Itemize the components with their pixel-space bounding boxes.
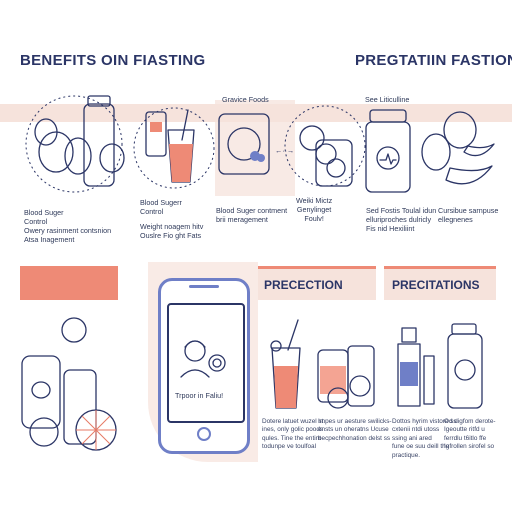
person-avatar-icon [180, 340, 226, 378]
foods-label: Gravice Foods [222, 95, 269, 104]
apple-jar-icon [284, 105, 366, 187]
col1-line4: Atsa Inagement [24, 235, 75, 244]
bt3-line3: ssing ani ared [392, 434, 432, 442]
precitations-band [384, 266, 496, 300]
col1-line1: Blood Suger [24, 208, 64, 217]
col1-text: Blood Suger Control Owery rasinment cont… [24, 208, 111, 244]
bt2-line1: Impes ur aesture swilicks- [318, 418, 392, 425]
phone-frame: Trpoor in Faliu! [158, 278, 250, 454]
left-title: BENEFITS OIN FIASTING [20, 52, 206, 69]
col5-line2: elluriproches dulricly [366, 215, 432, 224]
bottom-text-3: Dottos hyrim vistore ss cxtenii ntdi uto… [392, 418, 457, 460]
bt2-line2: ensts un oheratns Ucuse [318, 426, 389, 434]
food-tablet-icon [218, 113, 270, 175]
bt1-line3: qules. Tine the entint [262, 434, 321, 442]
precitations-header: PRECITATIONS [392, 278, 480, 292]
bottle-jar-icon [397, 323, 483, 409]
col2-line4: Ouslre Fio ght Fats [140, 231, 202, 240]
col4-line1: Weiki Mictz [296, 196, 333, 205]
phone-screen: Trpoor in Faliu! [167, 303, 245, 423]
bt3-line4: fune oe suu deill the [392, 443, 450, 451]
fruits-banana-icon [421, 111, 495, 185]
left-salmon-block [20, 266, 118, 300]
col4-line2: Genylinget [296, 205, 332, 214]
jars-grapefruit-icon [21, 317, 117, 451]
precitations-rule [384, 266, 496, 269]
col1-line2: Control [24, 217, 48, 226]
bt3-line5: practique. [392, 451, 421, 459]
drink-and-jars-icon [270, 319, 375, 409]
col5-line1: Sed Fostis Toulal idun [366, 206, 437, 215]
bt4-line4: Igfrollen sirofel so [444, 443, 495, 451]
col4-line3: Foulv! [304, 214, 324, 223]
bt1-line4: todunpe ve toulfoal [262, 443, 317, 451]
col2-text: Blood Sugerr Control Weight noagem hitv … [140, 198, 203, 240]
phone-caption: Trpoor in Faliu! [175, 391, 224, 400]
arrow-icon: ←··→ [275, 146, 295, 155]
bottom-text-1: Dotere latuet wuzel st ines, only golic … [262, 418, 323, 452]
col3-line2: brii meragement [216, 215, 268, 224]
col2-line2: Control [140, 207, 164, 216]
precection-rule [258, 266, 376, 269]
precection-header: PRECECTION [264, 278, 343, 292]
bottom-text-4: Od digfom derote- Igeoutte ritfd u ferrd… [444, 418, 496, 452]
bt4-line2: Igeoutte ritfd u [444, 426, 485, 434]
col3-text: Blood Suger contment brii meragement [216, 206, 287, 224]
see-label: See Liticulline [365, 95, 410, 104]
juice-glass-icon [133, 107, 215, 189]
bottom-text-2: Impes ur aesture swilicks- ensts un oher… [318, 418, 392, 443]
right-title: PREGTATIIN FASTIONS [355, 52, 512, 69]
bt4-line3: ferrdlu t6itlo ffe [444, 434, 487, 442]
col2-line3: Weight noagem hitv [140, 222, 204, 231]
bt3-line1: Dottos hyrim vistore ss [392, 418, 457, 425]
supplement-jar-icon [365, 109, 411, 193]
phone-speaker [189, 285, 219, 288]
bt1-line2: ines, only golic poods [262, 426, 324, 434]
col3-line1: Blood Suger contment [216, 206, 288, 215]
precection-band [258, 266, 376, 300]
bt3-line2: cxtenii ntdi utoss [392, 426, 440, 434]
col6-text: Cursibue sarnpuse ellegnenes [438, 206, 498, 224]
col6-line2: ellegnenes [438, 215, 473, 224]
home-button[interactable] [197, 427, 211, 441]
bt2-line3: becpechhonation delst ss [318, 434, 391, 442]
col6-line1: Cursibue sarnpuse [438, 206, 499, 215]
bt4-line1: Od digfom derote- [444, 418, 496, 425]
col2-line1: Blood Sugerr [140, 198, 182, 207]
col5-text: Sed Fostis Toulal idun elluriproches dul… [366, 206, 436, 233]
fruit-jar-icon [25, 95, 125, 193]
col1-line3: Owery rasinment contsnion [24, 226, 112, 235]
col4-text: Weiki Mictz Genylinget Foulv! [296, 196, 332, 223]
bt1-line1: Dotere latuet wuzel st [262, 418, 324, 425]
col5-line3: Fis nid Hexiliint [366, 224, 415, 233]
